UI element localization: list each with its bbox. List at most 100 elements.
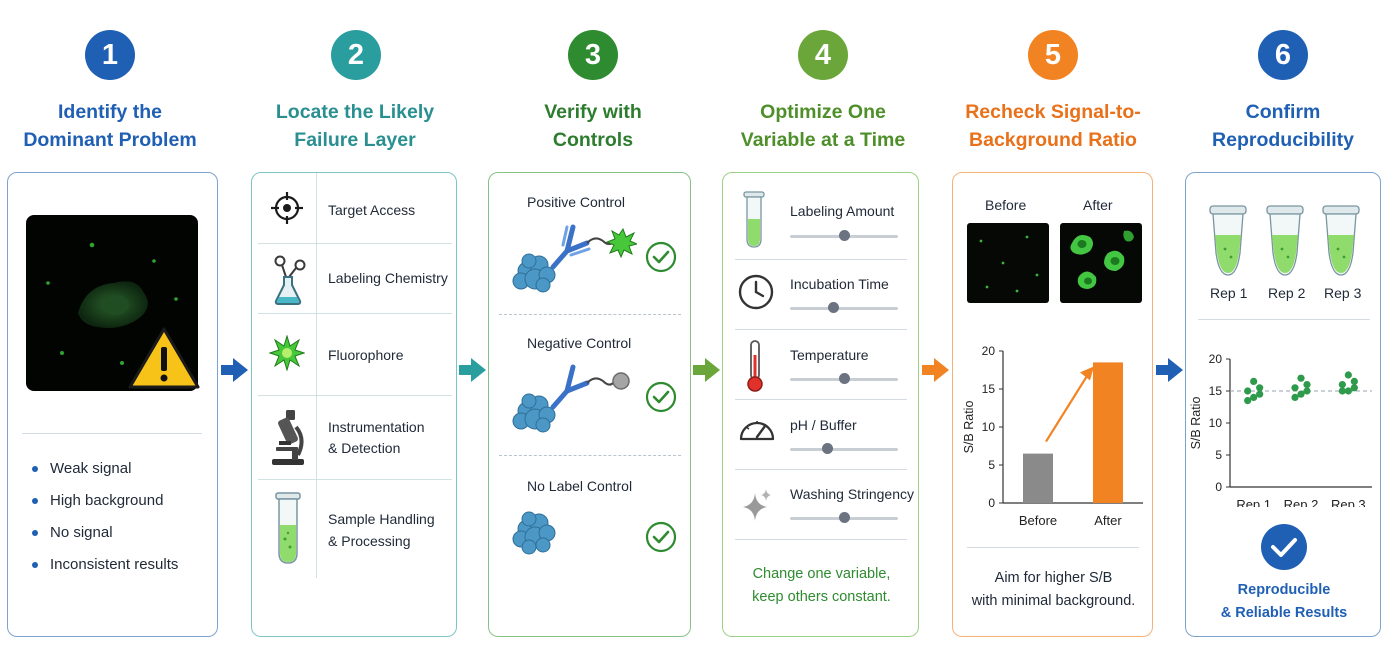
cell-image [26, 215, 198, 391]
check-circle-icon [645, 521, 677, 553]
data-point [1250, 393, 1258, 401]
slider-knob[interactable] [838, 373, 850, 384]
variable-slider[interactable] [790, 307, 898, 310]
step-5-note: Aim for higher S/B with minimal backgrou… [971, 570, 1136, 609]
tube-icon [1322, 205, 1360, 276]
bar [1023, 453, 1053, 503]
test-tube-icon [275, 492, 301, 564]
tube-icon [1209, 205, 1247, 276]
step-1: 1 Identify the Dominant Problem [0, 0, 225, 655]
y-tick-label: 15 [982, 382, 996, 396]
step-2-title: Locate the Likely Failure Layer [275, 101, 435, 151]
list-item: Weak signal [30, 453, 210, 485]
variable-label: pH / Buffer [790, 417, 857, 433]
x-tick-label: Rep 3 [1331, 497, 1366, 507]
data-point [1350, 384, 1358, 392]
slider-knob[interactable] [838, 230, 850, 241]
list-item: Inconsistent results [30, 549, 210, 581]
data-point [1250, 377, 1258, 385]
step-1-panel: Weak signal High background No signal In… [7, 172, 218, 637]
data-point [1297, 374, 1305, 382]
y-tick-label: 5 [1215, 448, 1222, 462]
layer-label: Fluorophore [328, 347, 404, 363]
layer-label: Sample Handling [328, 511, 435, 527]
dim-cell-icon [46, 242, 178, 365]
variable-slider[interactable] [790, 448, 898, 451]
y-tick-label: 0 [988, 496, 995, 510]
tube-icon [1266, 205, 1304, 276]
y-tick-label: 15 [1209, 384, 1223, 398]
y-tick-label: 5 [988, 458, 995, 472]
y-tick-label: 10 [982, 420, 996, 434]
check-circle-icon [645, 241, 677, 273]
rep-label: Rep 1 [1210, 285, 1248, 301]
step-4: 4 Optimize One Variable at a Time Labeli… [722, 30, 919, 637]
step-3-panel: Positive Control Negative Control [488, 172, 691, 637]
slider-knob[interactable] [827, 302, 839, 313]
step-4-number: 4 [798, 30, 848, 80]
data-point [1256, 384, 1264, 392]
step-4-title: Optimize One Variable at a Time [740, 101, 906, 151]
flask-icon [274, 255, 306, 305]
step-2-number: 2 [331, 30, 381, 80]
y-axis-label: S/B Ratio [962, 401, 976, 454]
starburst-icon [269, 335, 305, 371]
slider-knob[interactable] [822, 443, 834, 454]
data-point [1350, 377, 1358, 385]
layer-label: Target Access [328, 202, 416, 218]
variable-label: Incubation Time [790, 276, 889, 292]
y-tick-label: 0 [1215, 480, 1222, 494]
control-label: Positive Control [527, 194, 626, 210]
after-image [1060, 223, 1142, 303]
data-point [1344, 387, 1352, 395]
y-axis-label: S/B Ratio [1189, 397, 1203, 450]
step-5: 5 Recheck Signal-to- Background Ratio Be… [952, 30, 1153, 637]
antibody-unlabeled-icon [512, 364, 630, 433]
rep-label: Rep 3 [1324, 285, 1362, 301]
step-1-number: 1 [85, 30, 135, 80]
crosshair-icon [271, 192, 303, 224]
step-6-result: Reproducible & Reliable Results [1220, 582, 1348, 621]
layer-label: Instrumentation [328, 419, 425, 435]
x-tick-label: Rep 2 [1284, 497, 1319, 507]
check-circle-icon [645, 381, 677, 413]
issue-list: Weak signal High background No signal In… [30, 453, 210, 581]
antibody-fluorophore-icon [512, 224, 637, 293]
list-item: No signal [30, 517, 210, 549]
warning-icon [128, 327, 200, 389]
sparkle-icon [743, 489, 771, 521]
y-tick-label: 20 [982, 344, 996, 358]
trend-arrowhead [1080, 366, 1094, 381]
step-1-title: Identify the Dominant Problem [23, 101, 197, 151]
step-5-number: 5 [1028, 30, 1078, 80]
step-5-title: Recheck Signal-to- Background Ratio [965, 101, 1141, 151]
variable-label: Washing Stringency [790, 486, 914, 502]
trend-arrow [1045, 373, 1089, 443]
data-point [1297, 390, 1305, 398]
data-point [1338, 387, 1346, 395]
microscope-icon [272, 410, 304, 465]
step-4-note: Change one variable, keep others constan… [752, 566, 891, 605]
step-3-title: Verify with Controls [544, 101, 642, 151]
rep-label: Rep 2 [1268, 285, 1306, 301]
before-label: Before [985, 197, 1027, 213]
check-badge-icon [1261, 524, 1307, 570]
x-tick-label: Rep 1 [1236, 497, 1271, 507]
slider-knob[interactable] [838, 512, 850, 523]
before-image [967, 223, 1049, 303]
layer-label: & Detection [328, 440, 401, 456]
gauge-icon [739, 421, 775, 441]
data-point [1244, 387, 1252, 395]
step-6-number: 6 [1258, 30, 1308, 80]
tube-icon [743, 191, 765, 248]
thermometer-icon [747, 340, 763, 392]
divider [22, 433, 202, 434]
data-point [1303, 381, 1311, 389]
data-point [1291, 393, 1299, 401]
layer-label: Labeling Chemistry [328, 270, 448, 286]
after-label: After [1083, 197, 1113, 213]
